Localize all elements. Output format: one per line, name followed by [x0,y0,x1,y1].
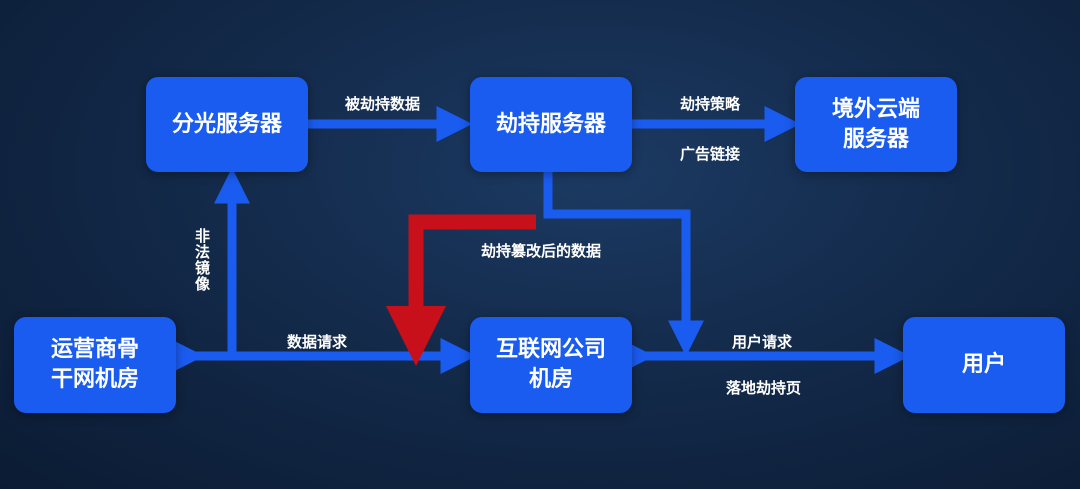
label-data-request: 数据请求 [287,333,348,351]
node-split-server: 分光服务器 [146,77,308,172]
label-landing-hijack-page: 落地劫持页 [726,379,802,397]
label-illegal-mirror: 非法镜像 [193,228,211,292]
node-internet-room: 互联网公司 机房 [470,317,632,413]
arrow-tampered-red [386,214,536,366]
label-user-request: 用户请求 [732,333,793,351]
node-user: 用户 [903,317,1065,413]
label-tampered-data: 劫持篡改后的数据 [481,242,602,260]
node-carrier-room: 运营商骨 干网机房 [14,317,176,413]
label-ad-link: 广告链接 [680,145,741,163]
label-hijack-strategy: 劫持策略 [680,95,741,113]
node-overseas-cloud: 境外云端 服务器 [795,77,957,172]
arrow-hijack-to-internet-blue [543,172,704,357]
label-hijacked-data: 被劫持数据 [345,95,421,113]
node-hijack-server: 劫持服务器 [470,77,632,172]
